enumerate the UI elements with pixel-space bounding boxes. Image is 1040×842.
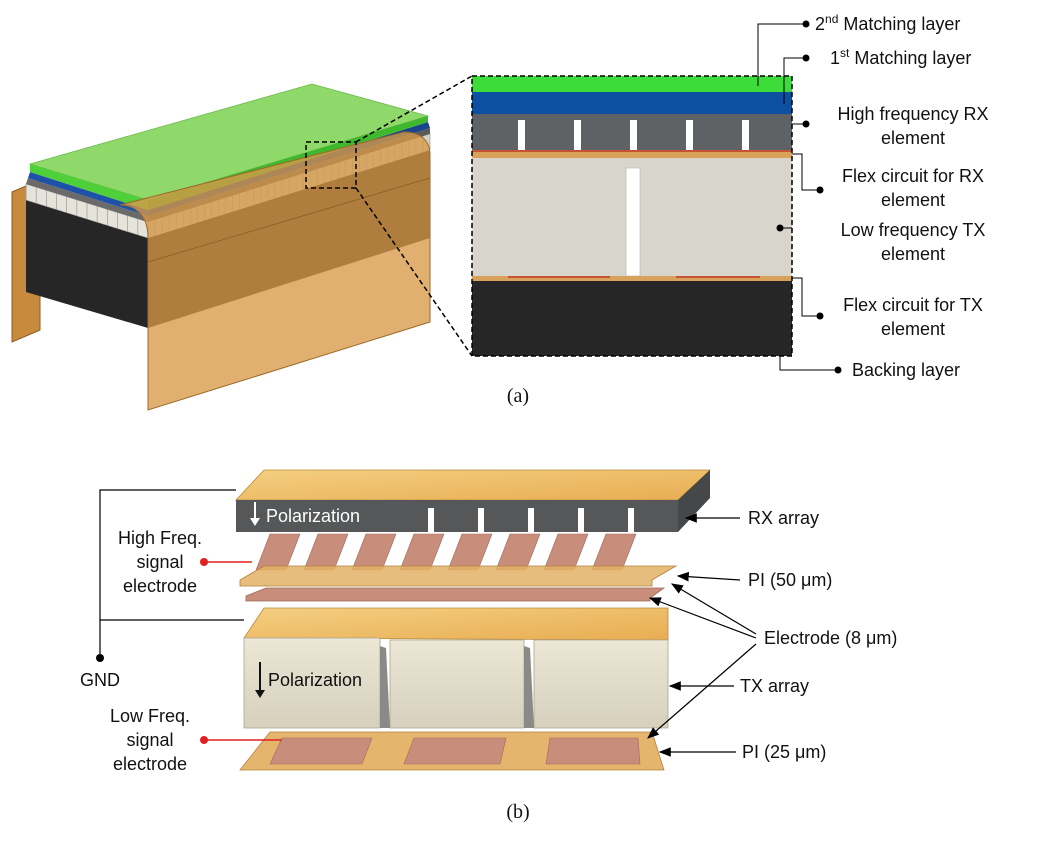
label-matching2: 2nd Matching layer <box>815 12 960 34</box>
rx-kerf <box>528 508 534 532</box>
tx-kerf-1 <box>380 646 390 728</box>
cross-section <box>472 76 792 356</box>
label-hf-rx-2: element <box>881 128 945 148</box>
gnd-electrode-layer <box>246 588 664 601</box>
label-hf-1: High Freq. <box>118 528 202 548</box>
tx-block-3 <box>534 640 668 728</box>
lf-electrode-3 <box>546 738 640 764</box>
caption-a: (a) <box>507 385 529 407</box>
label-tx-array: TX array <box>740 676 809 696</box>
tx-block-2 <box>390 640 524 728</box>
gnd-wiring <box>100 490 244 658</box>
tx-array-top <box>244 608 668 640</box>
hf-electrode-strip <box>592 534 636 570</box>
matching2-layer <box>472 76 792 92</box>
hf-electrode-strip <box>496 534 540 570</box>
label-pi-50: PI (50 μm) <box>748 570 832 590</box>
caption-b: (b) <box>506 801 529 823</box>
gnd-dot <box>96 654 104 662</box>
label-flex-tx-1: Flex circuit for TX <box>843 295 983 315</box>
label-lf-1: Low Freq. <box>110 706 190 726</box>
hf-electrode-strip <box>400 534 444 570</box>
tx-kerf <box>626 168 640 276</box>
label-hf-3: electrode <box>123 576 197 596</box>
label-flex-rx-2: element <box>881 190 945 210</box>
label-electrode-8: Electrode (8 μm) <box>764 628 897 648</box>
label-hf-2: signal <box>136 552 183 572</box>
label-backing: Backing layer <box>852 360 960 380</box>
label-lf-2: signal <box>126 730 173 750</box>
lf-signal-dot <box>200 736 208 744</box>
hf-electrode-strip <box>256 534 300 570</box>
tx-kerf-2 <box>524 646 534 728</box>
probe-3d-view <box>12 76 472 410</box>
hf-electrode-strip <box>544 534 588 570</box>
hf-electrode-strip <box>304 534 348 570</box>
hf-electrode-strip <box>352 534 396 570</box>
label-lf-tx-1: Low frequency TX <box>841 220 986 240</box>
label-lf-3: electrode <box>113 754 187 774</box>
polarization-top-label: Polarization <box>266 506 360 526</box>
label-pi-25: PI (25 μm) <box>742 742 826 762</box>
lf-electrode-2 <box>404 738 506 764</box>
rx-kerf <box>578 508 584 532</box>
label-gnd: GND <box>80 670 120 690</box>
matching1-layer <box>472 92 792 114</box>
backing-layer <box>472 281 792 356</box>
label-flex-tx-2: element <box>881 319 945 339</box>
lf-electrode-1 <box>270 738 372 764</box>
polarization-bottom-label: Polarization <box>268 670 362 690</box>
pi-50-layer <box>240 566 676 586</box>
label-hf-rx-1: High frequency RX <box>837 104 988 124</box>
hf-signal-electrodes <box>256 534 636 570</box>
label-matching1: 1st Matching layer <box>830 46 971 68</box>
rx-kerf <box>478 508 484 532</box>
rx-kerf <box>428 508 434 532</box>
label-lf-tx-2: element <box>881 244 945 264</box>
hf-signal-dot <box>200 558 208 566</box>
hf-electrode-strip <box>448 534 492 570</box>
rx-kerf <box>628 508 634 532</box>
label-flex-rx-1: Flex circuit for RX <box>842 166 984 186</box>
rx-array-top <box>236 470 710 500</box>
label-rx-array: RX array <box>748 508 819 528</box>
